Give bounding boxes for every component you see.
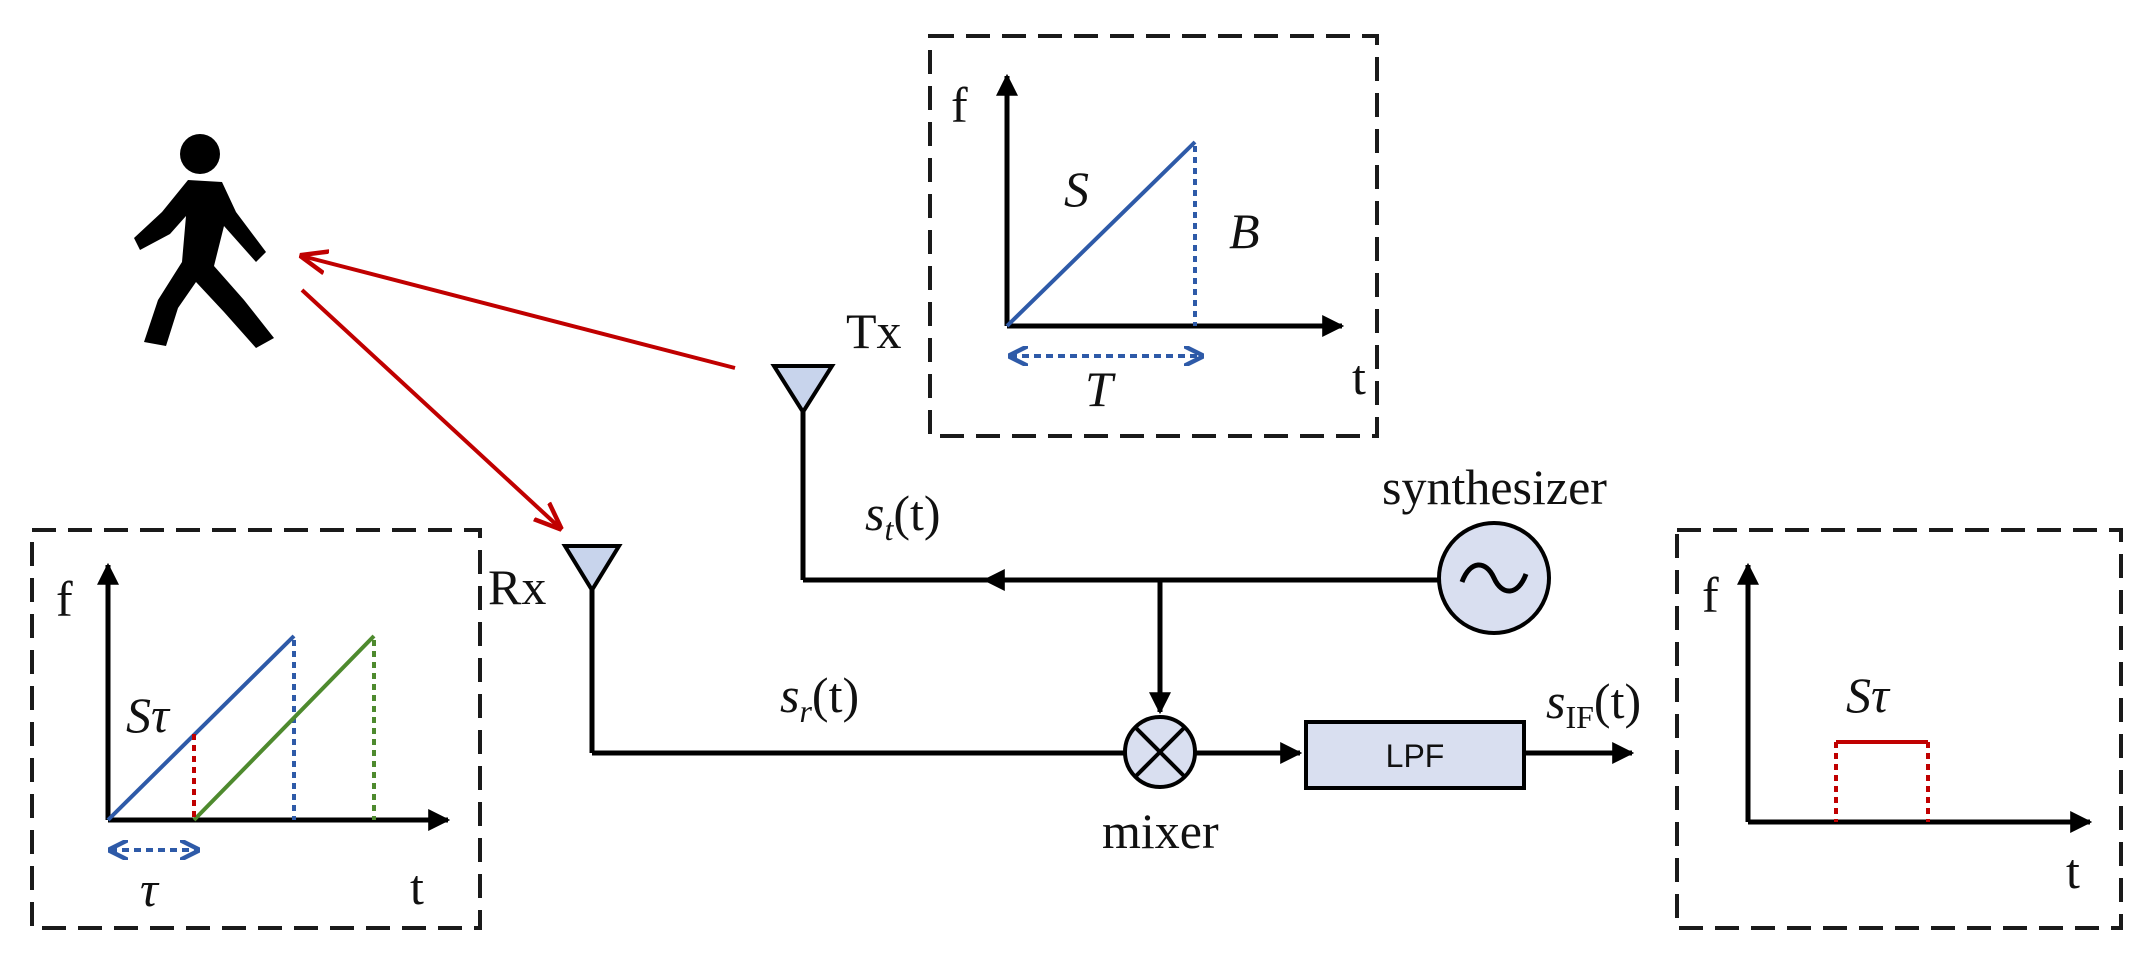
if-product-label: Sτ	[1846, 667, 1891, 723]
mixer-block	[1123, 715, 1197, 789]
rx-echo-chirp-line	[192, 634, 376, 822]
if-x-axis-label: t	[2066, 843, 2080, 899]
tx-antenna-icon	[770, 364, 836, 580]
sine-wave-icon	[1459, 562, 1529, 594]
if-y-axis-label: f	[1702, 567, 1719, 623]
rx-y-axis-label: f	[56, 571, 73, 627]
reflect-ray	[300, 288, 560, 528]
sr-label: sr(t)	[780, 667, 859, 729]
rx-x-axis-label: t	[410, 859, 424, 915]
rx-chirp-chart: f t Sτ τ	[30, 528, 482, 930]
tx-label: Tx	[846, 303, 902, 359]
tx-period-label: T	[1085, 361, 1116, 417]
if-spectrum-chart: f t Sτ	[1675, 528, 2123, 930]
rx-tx-chirp-line	[106, 634, 296, 822]
walking-person-icon	[134, 134, 274, 348]
transmit-ray	[302, 256, 736, 370]
lpf-label: LPF	[1386, 738, 1445, 774]
tx-x-axis-label: t	[1352, 349, 1366, 405]
tx-slope-label: S	[1064, 161, 1089, 217]
tx-y-axis-label: f	[951, 77, 968, 133]
rx-product-label: Sτ	[126, 687, 171, 743]
lpf-block: LPF	[1304, 720, 1526, 790]
rx-delay-label: τ	[140, 861, 160, 917]
rx-antenna-icon	[561, 544, 623, 753]
mixer-label: mixer	[1102, 803, 1219, 859]
tx-chirp-line	[1005, 140, 1197, 328]
tx-bandwidth-label: B	[1229, 203, 1260, 259]
sif-label: sIF(t)	[1546, 673, 1641, 735]
synthesizer-label: synthesizer	[1382, 459, 1607, 515]
st-label: st(t)	[865, 485, 941, 547]
synthesizer-block	[1437, 521, 1551, 635]
tx-chirp-chart: f t S B T	[928, 34, 1379, 438]
rx-label: Rx	[488, 559, 546, 615]
